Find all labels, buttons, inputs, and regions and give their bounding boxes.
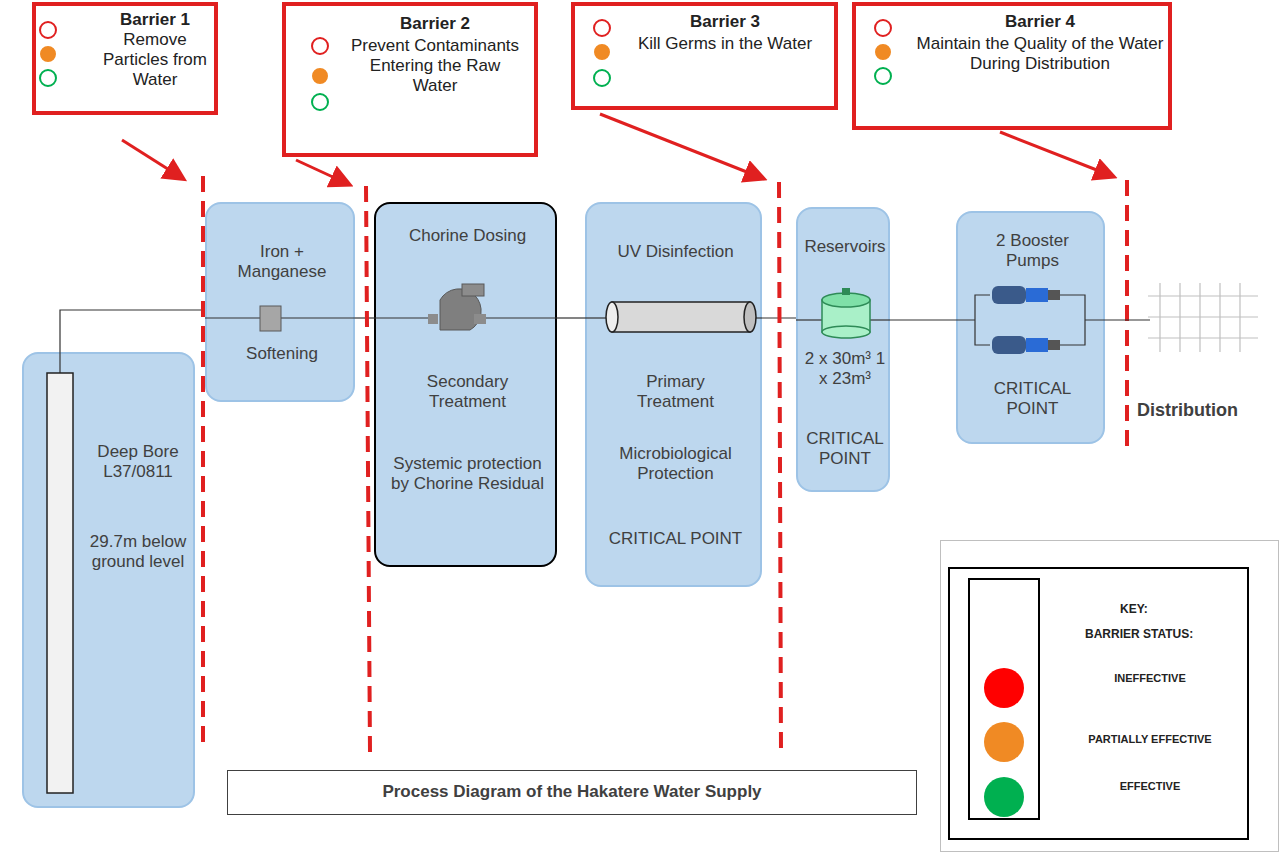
box-text: Systemic protection by Chorine Residual <box>386 454 549 494</box>
title-box: Process Diagram of the Hakatere Water Su… <box>227 770 917 815</box>
box-text: Remove Particles from Water <box>94 30 216 90</box>
box-text: Prevent Contaminants Entering the Raw Wa… <box>350 36 520 96</box>
box-text: 2 x 30m³ 1 x 23m³ <box>804 349 886 389</box>
pipe-connector <box>557 317 585 318</box>
legend-swatch <box>984 668 1024 708</box>
legend-heading: BARRIER STATUS: <box>1085 627 1245 641</box>
box-heading: Iron + Manganese <box>217 242 347 282</box>
box-heading: UV Disinfection <box>617 242 734 262</box>
box-text: Softening <box>217 344 347 364</box>
box-heading: 2 Booster Pumps <box>976 231 1089 271</box>
process-box: Chorine DosingSecondary TreatmentSystemi… <box>374 202 557 567</box>
box-text: CRITICAL POINT <box>972 379 1093 419</box>
box-heading: Barrier 1 <box>94 10 216 30</box>
legend-swatch <box>984 777 1024 817</box>
legend-text: INEFFECTIVE <box>1060 672 1240 684</box>
box-heading: Barrier 3 <box>625 12 825 32</box>
box-text: CRITICAL POINT <box>802 429 888 469</box>
legend-text: EFFECTIVE <box>1060 780 1240 792</box>
box-heading: Chorine Dosing <box>384 226 551 246</box>
legend-heading: KEY: <box>1120 602 1240 616</box>
distribution-label: Distribution <box>1137 400 1272 421</box>
barrier-box: Barrier 1Remove Particles from Water <box>32 2 218 115</box>
box-heading: Barrier 2 <box>350 14 520 34</box>
barrier-box: Barrier 4Maintain the Quality of the Wat… <box>852 2 1172 130</box>
box-text: 29.7m below ground level <box>86 532 190 572</box>
process-box: Iron + ManganeseSoftening <box>205 202 355 402</box>
process-box: Reservoirs 2 x 30m³ 1 x 23m³ CRITICAL POIN… <box>796 207 890 492</box>
box-heading: Reservoirs <box>802 237 888 257</box>
box-text: Kill Germs in the Water <box>625 34 825 54</box>
diagram-title: Process Diagram of the Hakatere Water Su… <box>228 782 916 802</box>
barrier-box: Barrier 3Kill Germs in the Water <box>571 2 838 110</box>
pipe-connector <box>890 319 956 320</box>
legend-swatch <box>984 722 1024 762</box>
box-text: Maintain the Quality of the Water During… <box>916 34 1164 74</box>
box-text: Secondary Treatment <box>396 372 539 412</box>
box-text: Microbiological Protection <box>595 444 756 484</box>
box-heading: Deep Bore L37/0811 <box>86 442 190 482</box>
box-text: CRITICAL POINT <box>607 529 744 549</box>
pipe-connector <box>355 317 374 318</box>
process-box: 2 Booster PumpsCRITICAL POINT <box>956 211 1105 444</box>
box-heading: Barrier 4 <box>916 12 1164 32</box>
legend-text: PARTIALLY EFFECTIVE <box>1060 733 1240 745</box>
pipe-connector <box>60 310 205 352</box>
box-text: Primary Treatment <box>607 372 744 412</box>
process-box: UV DisinfectionPrimary TreatmentMicrobio… <box>585 202 762 587</box>
